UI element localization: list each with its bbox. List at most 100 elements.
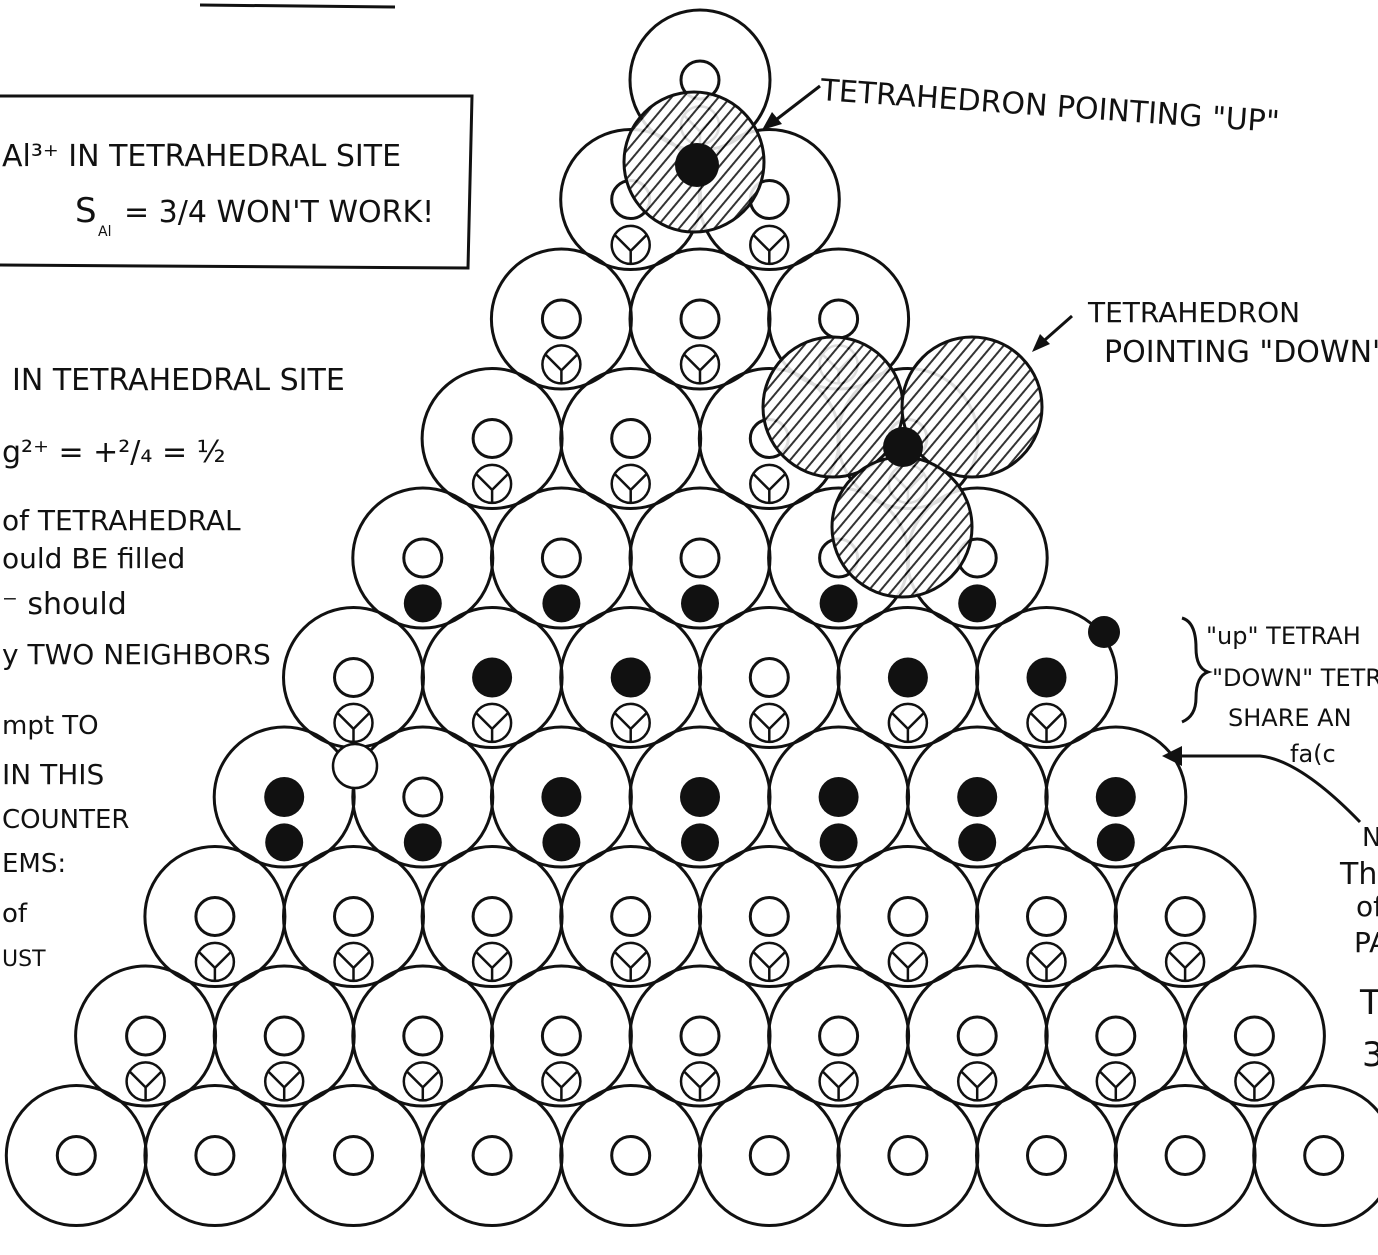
filled-site-dot — [680, 777, 720, 817]
left-note-8: IN THIS — [2, 758, 104, 791]
inner-circle — [679, 298, 721, 340]
tetra-site-wedge — [613, 951, 648, 981]
arrow-up-label — [762, 84, 821, 130]
inner-circle — [402, 537, 444, 579]
box-line2: S — [75, 191, 97, 231]
atom-sphere — [212, 964, 356, 1108]
atom-sphere — [767, 964, 911, 1108]
left-note-2: g²⁺ = +²/₄ = ½ — [2, 435, 226, 470]
filled-site-dot — [264, 777, 305, 817]
inner-circle — [333, 1135, 374, 1176]
filled-site-dot — [1026, 657, 1067, 698]
box-line2-sub: Al — [98, 224, 111, 240]
atom-sphere — [489, 247, 633, 391]
inner-circle — [55, 1135, 97, 1176]
inner-circle — [540, 537, 582, 579]
tetra-site-wedge — [336, 712, 371, 742]
filled-tetra-site — [819, 823, 858, 862]
atom-sphere — [1113, 1084, 1257, 1227]
atom-sphere — [975, 606, 1118, 749]
tetra-site-wedge — [752, 473, 787, 503]
tetra-site-wedge — [267, 1070, 302, 1101]
atom-sphere — [836, 845, 980, 988]
atom-sphere — [282, 1084, 425, 1227]
inner-circle — [194, 896, 236, 937]
inner-circle — [679, 1015, 721, 1057]
right-note-4: fa(c — [1290, 740, 1336, 768]
arrow-down-label — [1032, 314, 1073, 352]
inner-circle — [125, 1015, 167, 1057]
tetra-site-wedge — [613, 712, 648, 742]
hatched-sphere — [830, 455, 974, 599]
inner-circle — [748, 657, 790, 698]
left-note-7: mpt TO — [2, 711, 99, 741]
inner-circle — [471, 1135, 513, 1176]
inner-circle — [1164, 896, 1206, 937]
inner-circle — [471, 896, 513, 937]
atom-sphere — [697, 1084, 841, 1227]
atom-sphere — [74, 964, 218, 1108]
atom-sphere — [697, 606, 841, 749]
box-line2-rest: = 3/4 WON'T WORK! — [124, 195, 434, 230]
atom-sphere — [975, 1084, 1118, 1227]
label-tetrahedron-down-1: TETRAHEDRON — [1087, 296, 1300, 329]
inner-circle — [887, 1135, 929, 1176]
inner-circle — [1026, 896, 1067, 937]
atom-sphere — [1044, 725, 1188, 869]
filled-tetra-site — [819, 584, 858, 623]
filled-site-dot — [887, 657, 928, 698]
tetra-site-wedge — [683, 1070, 717, 1101]
stray-dot — [1088, 616, 1120, 648]
note-box — [0, 94, 474, 270]
tetra-site-wedge — [544, 353, 579, 384]
filled-tetra-site — [403, 823, 442, 862]
inner-circle — [1026, 1135, 1067, 1176]
arrow-right-note — [1162, 746, 1362, 824]
atom-sphere — [628, 964, 772, 1108]
filled-tetra-site — [542, 584, 581, 623]
atom-sphere — [4, 1084, 148, 1227]
atom-sphere — [559, 367, 703, 510]
left-note-4: ould BE filled — [2, 542, 185, 575]
right-note-2: "DOWN" TETR — [1212, 664, 1378, 692]
tetra-site-wedge — [1237, 1070, 1272, 1101]
tetra-site-wedge — [960, 1070, 995, 1101]
tetra-site-wedge — [613, 473, 648, 503]
atom-sphere — [628, 247, 772, 391]
hatched-sphere — [761, 335, 905, 479]
left-note-5: ⁻ should — [2, 587, 127, 622]
center-atom-down — [883, 427, 923, 467]
atom-sphere — [559, 845, 703, 988]
atom-sphere — [282, 606, 425, 749]
filled-site-dot — [610, 657, 651, 698]
inner-circle — [263, 1015, 305, 1057]
atom-sphere — [351, 964, 495, 1108]
tetra-site-wedge — [752, 712, 787, 742]
tetra-site-wedge — [475, 473, 509, 503]
left-note-11: of — [2, 899, 28, 929]
inner-circle — [402, 1015, 444, 1057]
filled-tetra-site — [681, 823, 719, 862]
filled-site-dot — [818, 777, 859, 817]
inner-circle — [194, 1135, 236, 1176]
filled-site-dot — [472, 657, 513, 698]
right-note-1: "up" TETRAH — [1206, 622, 1361, 650]
left-note-6: y TWO NEIGHBORS — [2, 638, 271, 671]
right-note-7: of — [1356, 890, 1378, 923]
inner-circle — [748, 896, 790, 937]
inner-circle — [610, 896, 652, 937]
atom-sphere — [282, 845, 425, 988]
tetra-site-wedge — [1098, 1070, 1133, 1101]
atom-sphere — [697, 845, 841, 988]
filled-tetra-site — [681, 584, 719, 623]
tetra-site-wedge — [1029, 712, 1064, 742]
atom-sphere — [1113, 845, 1257, 988]
filled-tetra-site — [1096, 823, 1135, 862]
atom-sphere — [489, 964, 633, 1108]
left-note-10: EMS: — [2, 849, 66, 879]
hatched-sphere — [900, 335, 1044, 479]
inner-circle — [471, 418, 513, 459]
right-note-5: N — [1362, 823, 1378, 853]
filled-tetra-site — [958, 584, 997, 623]
hatched-tetrahedra — [622, 90, 1044, 599]
